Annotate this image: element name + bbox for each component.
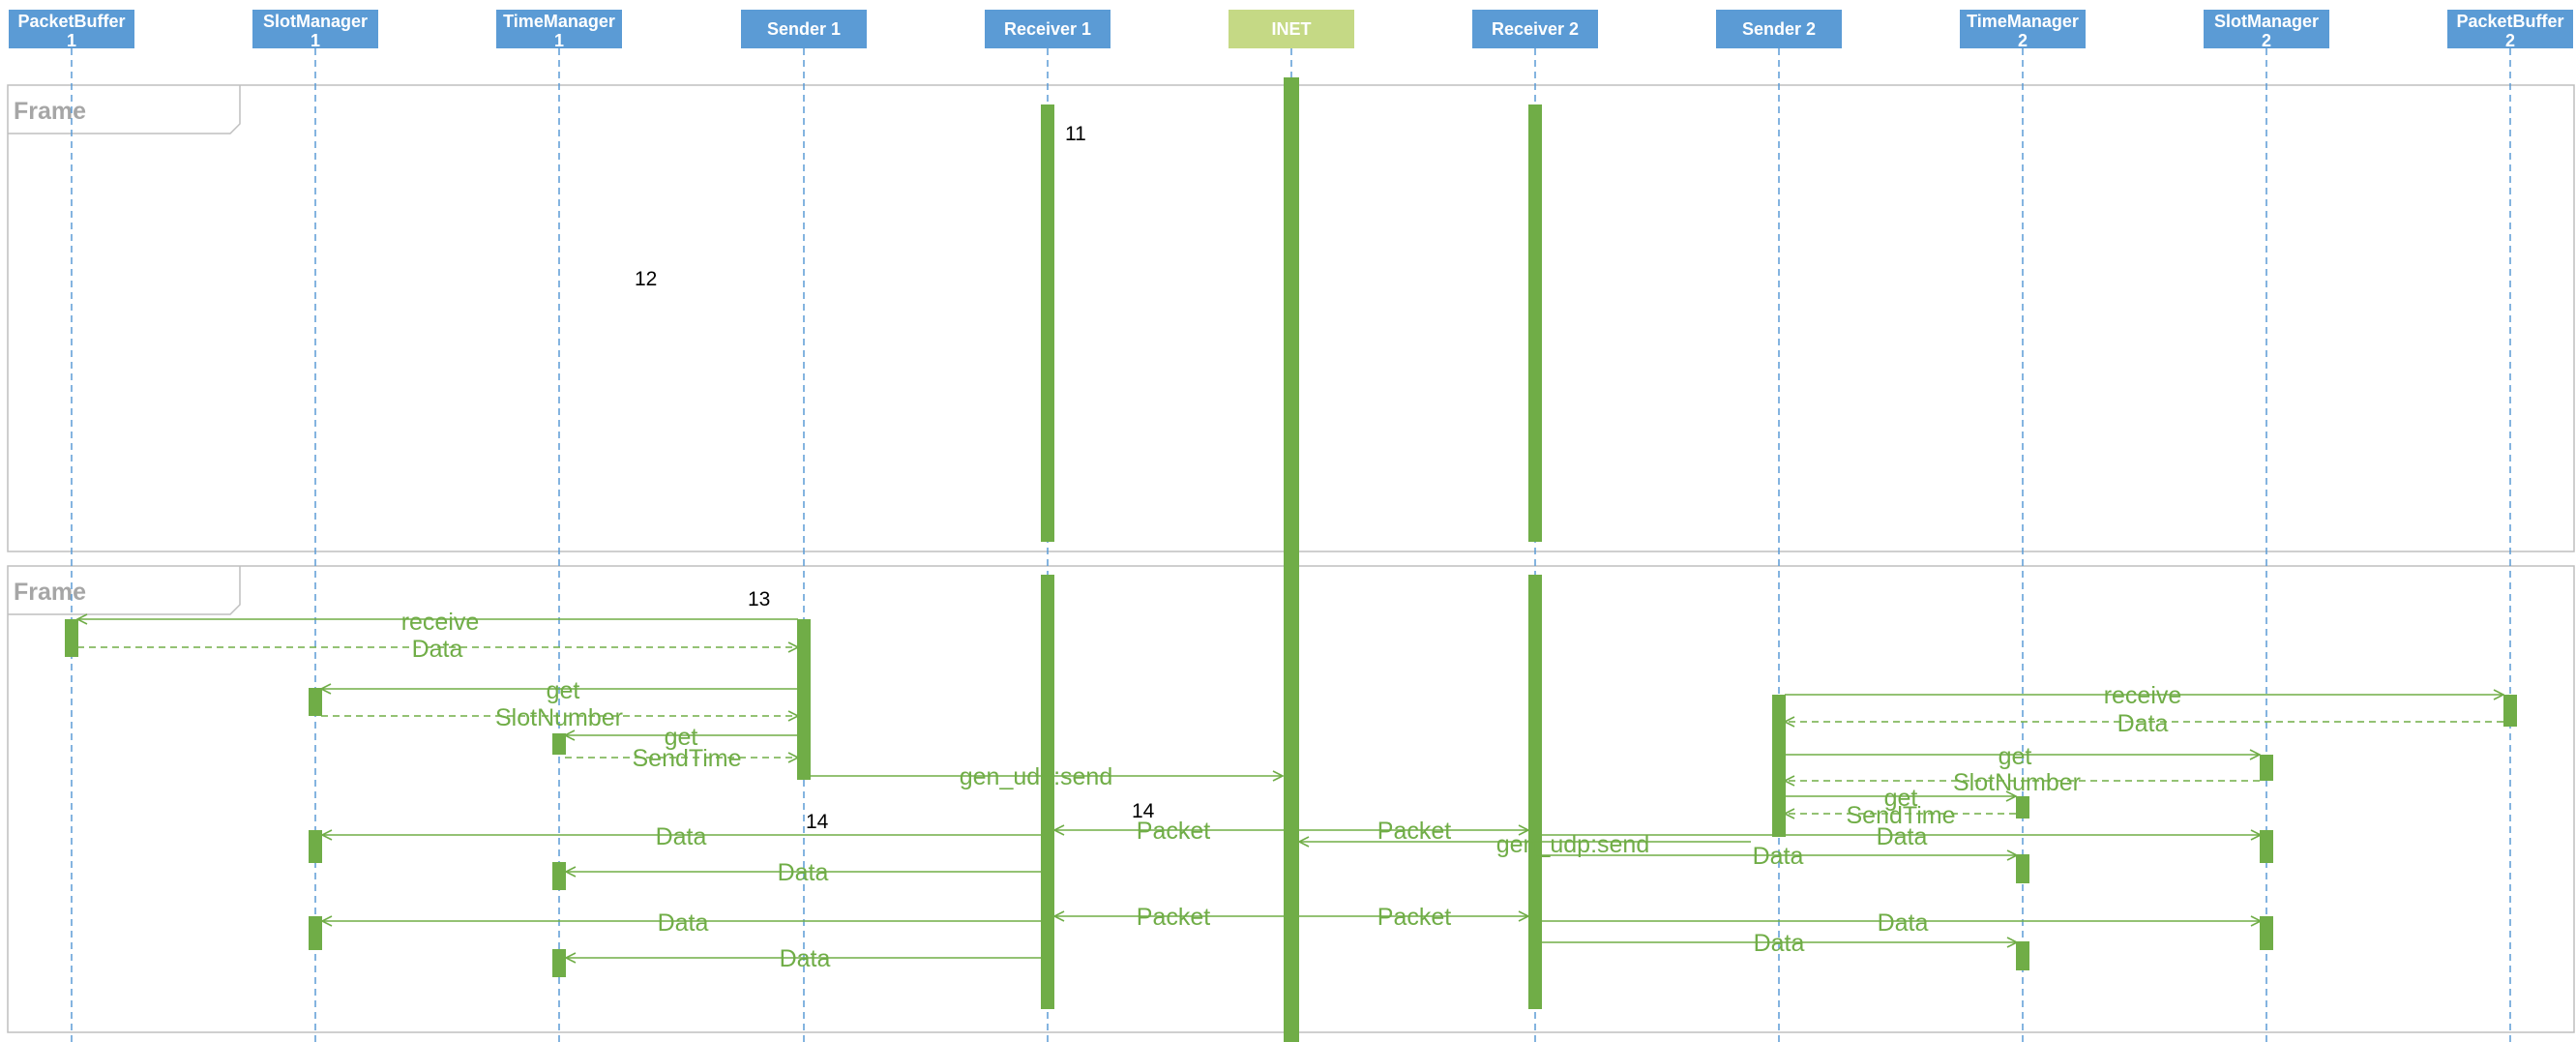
message-label: SendTime xyxy=(632,745,741,772)
activation-s1 xyxy=(797,619,811,780)
participant-name-tm2: TimeManager xyxy=(1967,12,2079,31)
message-label: Packet xyxy=(1377,904,1451,931)
frame-tab xyxy=(8,566,241,615)
participant-box-sm2 xyxy=(2204,10,2329,48)
step-number: 11 xyxy=(1065,123,1086,145)
message-label: Data xyxy=(658,909,709,937)
step-number: 14 xyxy=(806,811,829,833)
participant-name-s1: Sender 1 xyxy=(767,19,841,39)
message-label: Data xyxy=(656,823,707,850)
activation-pb2 xyxy=(2503,695,2517,727)
message-label: Data xyxy=(1753,843,1804,870)
activation-r1 xyxy=(1041,575,1054,1009)
step-number: 14 xyxy=(1132,800,1155,822)
step-number: 12 xyxy=(635,268,657,290)
message-label: get xyxy=(547,677,580,704)
activation-tm2 xyxy=(2016,854,2029,883)
participant-name-pb2: PacketBuffer xyxy=(2456,12,2563,31)
message-label: get xyxy=(1999,743,2032,770)
participant-box-inet xyxy=(1229,10,1354,48)
participant-name-r1: Receiver 1 xyxy=(1004,19,1091,39)
participant-name-s2: Sender 2 xyxy=(1742,19,1816,39)
participant-box-sm1 xyxy=(252,10,378,48)
participant-name-tm1: 1 xyxy=(554,31,564,50)
message-label: Packet xyxy=(1137,904,1210,931)
participant-name-tm1: TimeManager xyxy=(503,12,615,31)
participant-box-pb2 xyxy=(2447,10,2573,48)
frame-label: Frame xyxy=(14,579,86,606)
participant-name-sm1: SlotManager xyxy=(263,12,368,31)
activation-sm2 xyxy=(2260,755,2273,781)
message-label: get xyxy=(1884,785,1918,812)
participant-box-r2 xyxy=(1472,10,1598,48)
participant-box-pb1 xyxy=(9,10,134,48)
participant-box-tm1 xyxy=(496,10,622,48)
message-label: gen_udp:send xyxy=(960,763,1112,790)
message-label: SlotNumber xyxy=(495,704,623,731)
participant-box-tm2 xyxy=(1960,10,2086,48)
activation-sm2 xyxy=(2260,916,2273,950)
activation-sm1 xyxy=(309,830,322,863)
frame-label: Frame xyxy=(14,98,86,125)
message-label: Packet xyxy=(1137,818,1210,845)
message-label: receive xyxy=(401,609,480,636)
message-label: Data xyxy=(780,945,831,972)
message-label: SlotNumber xyxy=(1953,769,2081,796)
participant-name-inet: INET xyxy=(1271,19,1311,39)
activation-sm1 xyxy=(309,688,322,716)
message-label: SendTime xyxy=(1846,802,1955,829)
participant-name-pb1: PacketBuffer xyxy=(17,12,125,31)
participant-name-sm2: SlotManager xyxy=(2214,12,2319,31)
message-label: Data xyxy=(1877,823,1928,850)
activation-r2 xyxy=(1528,104,1542,542)
message-label: Packet xyxy=(1377,818,1451,845)
message-label: get xyxy=(665,724,698,751)
activation-sm1 xyxy=(309,916,322,950)
message-label: Data xyxy=(412,636,463,663)
activation-inet xyxy=(1284,77,1299,1042)
step-number: 13 xyxy=(748,588,770,610)
activation-tm2 xyxy=(2016,941,2029,970)
message-label: Data xyxy=(1754,930,1805,957)
activation-sm2 xyxy=(2260,830,2273,863)
message-label: receive xyxy=(2104,682,2182,709)
activation-tm1 xyxy=(552,733,566,755)
activation-r1 xyxy=(1041,104,1054,542)
participant-name-sm1: 1 xyxy=(311,31,320,50)
activation-pb1 xyxy=(65,619,78,657)
participant-name-pb1: 1 xyxy=(67,31,76,50)
message-label: Data xyxy=(778,859,829,886)
participant-name-pb2: 2 xyxy=(2505,31,2515,50)
activation-tm1 xyxy=(552,862,566,890)
participant-name-tm2: 2 xyxy=(2018,31,2028,50)
activation-s2 xyxy=(1772,695,1786,837)
participant-name-r2: Receiver 2 xyxy=(1492,19,1579,39)
message-label: Data xyxy=(2117,710,2169,737)
participant-box-r1 xyxy=(985,10,1110,48)
frame-tab xyxy=(8,85,241,134)
activation-tm1 xyxy=(552,949,566,977)
activation-tm2 xyxy=(2016,796,2029,819)
participant-name-sm2: 2 xyxy=(2262,31,2271,50)
participant-box-s1 xyxy=(741,10,867,48)
message-label: Data xyxy=(1878,909,1929,937)
participant-box-s2 xyxy=(1716,10,1842,48)
activation-r2 xyxy=(1528,575,1542,1009)
